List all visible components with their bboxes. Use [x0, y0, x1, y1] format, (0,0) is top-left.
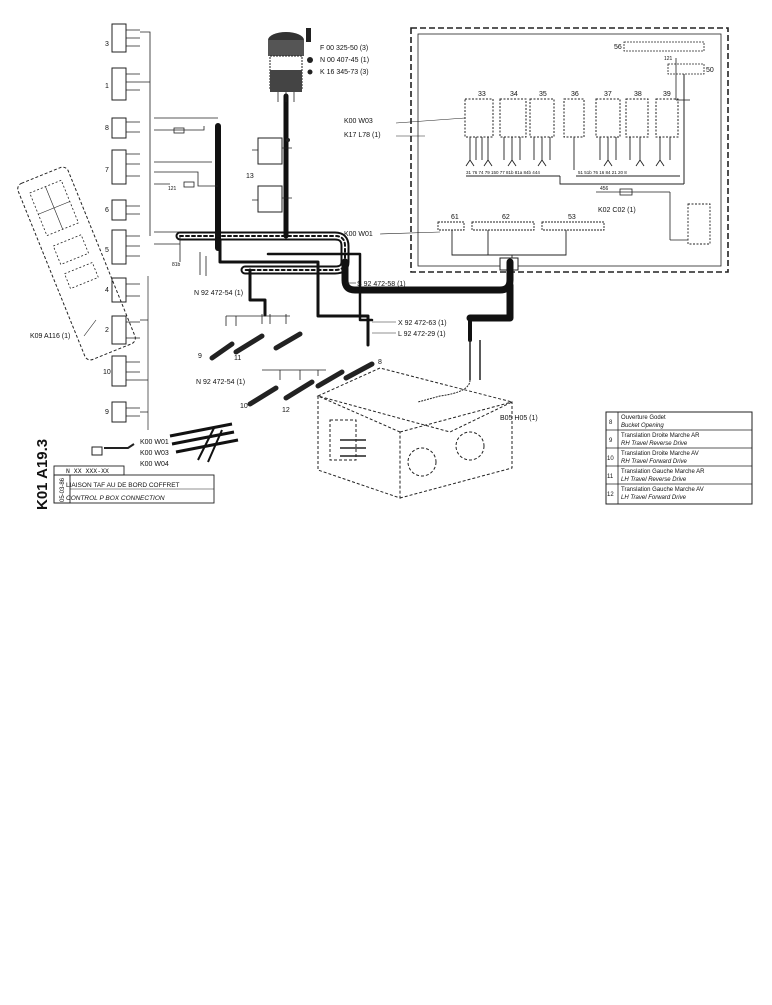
- block-1-label: 1: [105, 83, 109, 90]
- row-right-labels: 51 51b 76 16 84 21 20 8: [578, 170, 627, 175]
- terminal-61-label: 61: [451, 214, 459, 221]
- relay-35-label: 35: [539, 91, 547, 98]
- callout-n92-472-54-a: N 92 472-54 (1): [194, 290, 243, 297]
- drawing-code: K01 A19.3: [34, 439, 51, 510]
- terminal-62-label: 62: [502, 214, 510, 221]
- valve-connectors: [209, 314, 375, 407]
- callout-k02-c02: K02 C02 (1): [598, 207, 636, 214]
- label-56: 56: [614, 44, 622, 51]
- label-121-left: 121: [168, 186, 177, 192]
- plug-group: [91, 422, 239, 463]
- main-harness: [175, 93, 514, 347]
- valve-9-label: 9: [198, 353, 202, 360]
- legend-en-9: RH Travel Reverse Drive: [621, 441, 688, 447]
- title-ref: N XX XXX-XX: [66, 468, 109, 475]
- callout-k00-w03b: K00 W03: [140, 450, 169, 457]
- relay-36-label: 36: [571, 91, 579, 98]
- legend-table: 8 Ouverture Godet Bucket Opening 9 Trans…: [605, 411, 753, 505]
- label-121-top: 121: [664, 56, 673, 62]
- relay-wiring: [465, 137, 680, 185]
- valve-11-label: 11: [234, 355, 241, 362]
- legend-num-8: 8: [609, 420, 613, 426]
- legend-fr-11: Translation Gauche Marche AR: [621, 469, 705, 475]
- block-5-label: 5: [105, 247, 109, 254]
- legend-en-11: LH Travel Reverse Drive: [621, 477, 687, 483]
- block-10-label: 10: [103, 369, 111, 376]
- control-box: [316, 367, 514, 499]
- legend-num-10: 10: [607, 456, 614, 462]
- block-3-label: 3: [105, 41, 109, 48]
- legend-num-12: 12: [607, 492, 614, 498]
- legend-en-8: Bucket Opening: [621, 423, 664, 429]
- legend-num-11: 11: [607, 474, 614, 480]
- relay-34-label: 34: [510, 91, 518, 98]
- callout-x92-472-63: X 92 472-63 (1): [398, 320, 447, 327]
- legend-en-12: LH Travel Forward Drive: [621, 495, 687, 501]
- valve-10-label: 10: [240, 403, 248, 410]
- callout-k09-a116: K09 A116 (1): [30, 333, 70, 340]
- block-9-label: 9: [105, 409, 109, 416]
- terminal-strips: 61 62 53: [437, 214, 605, 271]
- label-81b-left: 81b: [172, 262, 181, 268]
- legend-fr-8: Ouverture Godet: [621, 415, 666, 421]
- block-2-label: 2: [105, 327, 109, 334]
- relay-37-label: 37: [604, 91, 612, 98]
- block-7-label: 7: [105, 167, 109, 174]
- callout-b05-h05: B05 H05 (1): [500, 415, 538, 422]
- block-8-label: 8: [105, 125, 109, 132]
- relay-39-label: 39: [663, 91, 671, 98]
- title-block: N XX XXX-XX LIAISON TAF AU DE BORD COFFR…: [53, 465, 215, 504]
- relay-panel: [410, 27, 729, 273]
- callout-n92-472-54-b: N 92 472-54 (1): [196, 379, 245, 386]
- callout-k00-w01-top: K00 W01: [344, 231, 373, 238]
- connector-56: 56 50 121: [596, 41, 714, 185]
- relay-38-label: 38: [634, 91, 642, 98]
- title-en: CONTROL P BOX CONNECTION: [66, 495, 165, 502]
- callout-f00-325: F 00 325-50 (3): [320, 45, 368, 52]
- left-connectors: 3 1 8 7 6 5 4 2 10 9: [103, 23, 149, 430]
- legend-fr-10: Translation Droite Marche AV: [621, 451, 699, 457]
- relay-row: 33 34 35 36 37 38 39: [464, 91, 679, 138]
- valve-12-label: 12: [282, 407, 290, 414]
- callout-k00-w04: K00 W04: [140, 461, 169, 468]
- legend-num-9: 9: [609, 438, 613, 444]
- control-panel: [17, 166, 136, 361]
- callout-s92-472-58: S 92 472-58 (1): [357, 281, 406, 288]
- label-50: 50: [706, 67, 714, 74]
- block-4-label: 4: [105, 287, 109, 294]
- callout-k00-w01: K00 W01: [140, 439, 169, 446]
- valve-8-label: 8: [378, 359, 382, 366]
- label-456: 456: [600, 186, 609, 192]
- legend-fr-12: Translation Gauche Marche AV: [621, 487, 704, 493]
- callout-k16-345: K 16 345-73 (3): [320, 69, 369, 76]
- terminal-53-label: 53: [568, 214, 576, 221]
- callout-n00-407: N 00 407-45 (1): [320, 57, 369, 64]
- title-date: 05-03-86: [60, 477, 66, 502]
- relay-33-label: 33: [478, 91, 486, 98]
- legend-en-10: RH Travel Forward Drive: [621, 459, 688, 465]
- relay-13-label: 13: [246, 173, 254, 180]
- left-harness-lines: 121: [140, 31, 218, 276]
- fuse-holder: [268, 28, 313, 102]
- relay-13: 13: [246, 137, 292, 213]
- callout-k17-l78: K17 L78 (1): [344, 132, 381, 139]
- title-fr: LIAISON TAF AU DE BORD COFFRET: [66, 482, 180, 489]
- k02-c02-group: 456 K02 C02 (1): [596, 186, 711, 245]
- callout-k00-w03: K00 W03: [344, 118, 373, 125]
- legend-fr-9: Translation Droite Marche AR: [621, 433, 700, 439]
- callout-l92-472-29: L 92 472-29 (1): [398, 331, 446, 338]
- row-x-labels: 31 76 74 79 150 77 81b 81a 84b 444: [466, 170, 540, 175]
- block-6-label: 6: [105, 207, 109, 214]
